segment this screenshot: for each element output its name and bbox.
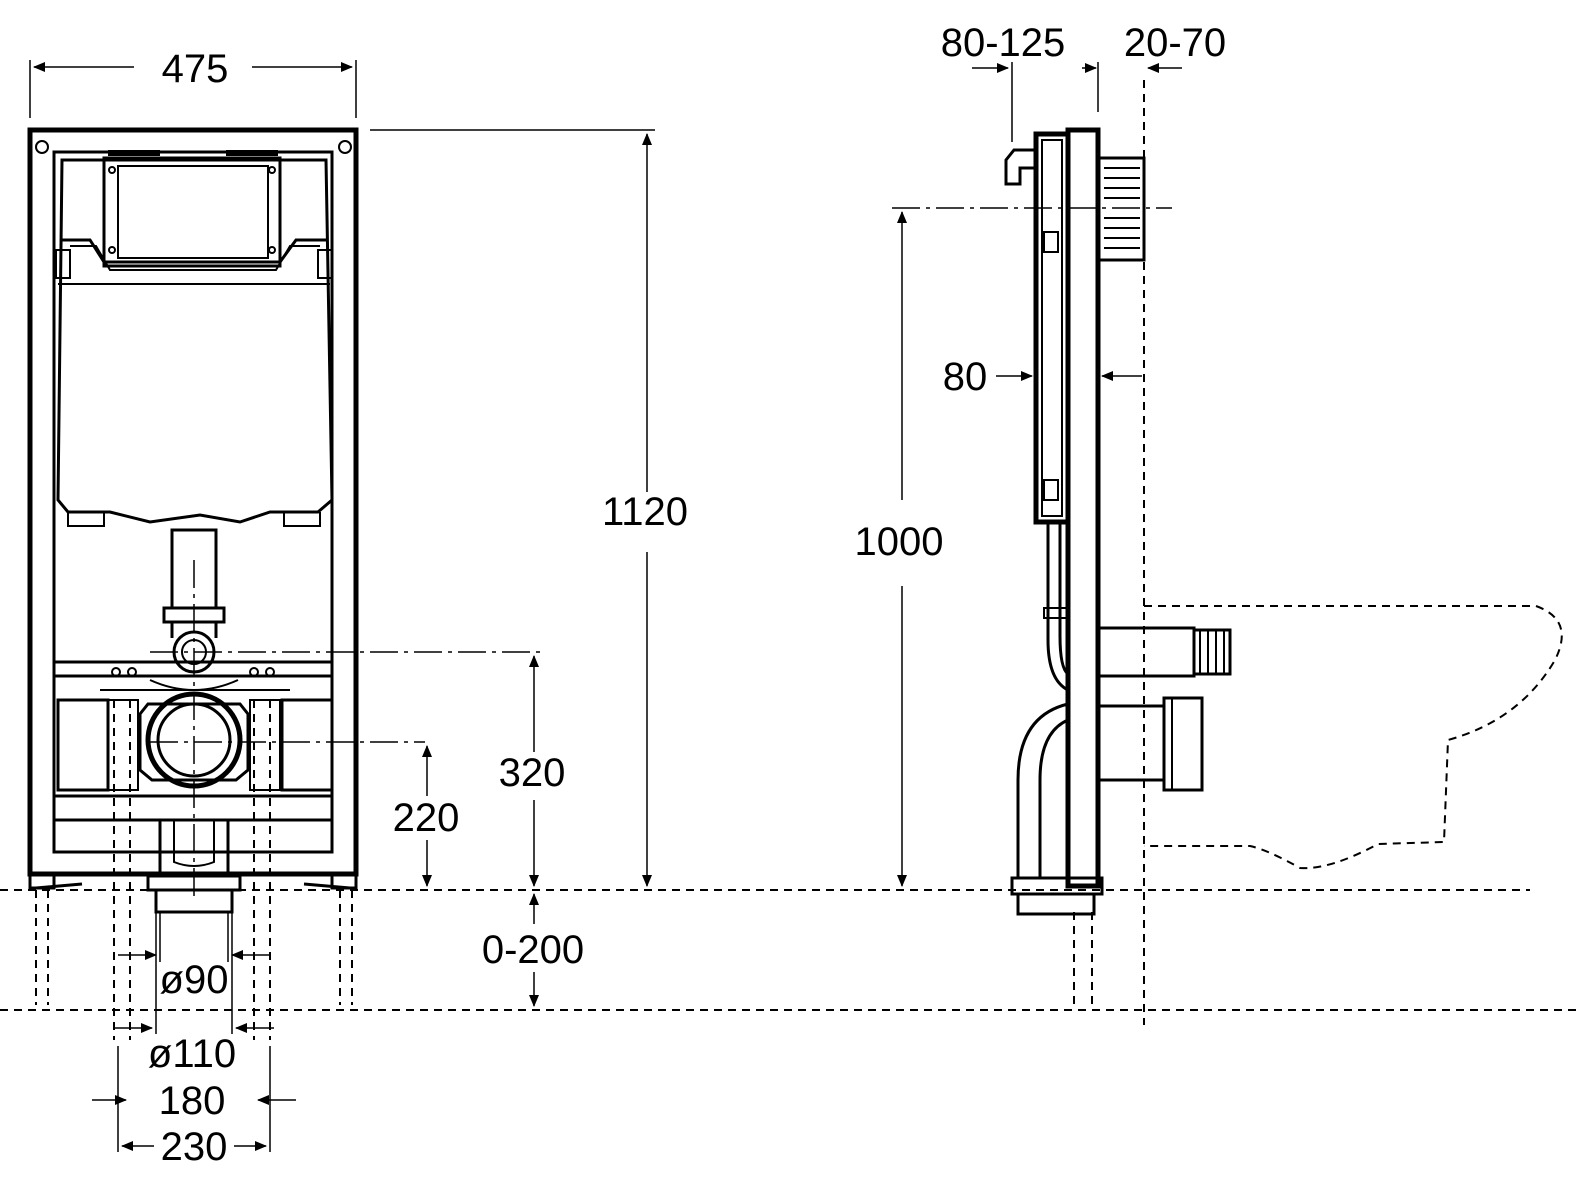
mount-hole-left [35,140,49,154]
side-frame [1065,127,1101,889]
mount-hole-right [338,140,352,154]
bowl-inlet [1096,626,1196,678]
dim-frame-width: 475 [162,47,229,91]
dim-dia-110: ø110 [148,1032,236,1076]
side-view [1004,80,1563,1025]
wc-bowl-outline [1144,605,1563,870]
dim-bowl-outlet-height: 320 [499,751,566,795]
dim-dia-90: ø90 [160,958,229,1002]
front-view [27,127,359,1040]
side-cistern [1033,131,1071,525]
dim-span-180: 180 [159,1079,226,1123]
dim-span-230: 230 [161,1125,228,1169]
frame-outline [27,127,359,877]
waste-outlet-side [1096,704,1166,782]
cistern [56,158,334,524]
dim-side-height: 1000 [855,520,944,564]
dim-wall-distance: 80-125 [941,21,1066,65]
crossbar [52,660,334,678]
dimension-lines [29,60,1182,1152]
dim-panel-distance: 20-70 [1124,21,1226,65]
flush-plate-opening [102,156,282,268]
dim-frame-depth: 80 [943,355,988,399]
dim-waste-height: 220 [393,796,460,840]
flush-actuator-side [1096,156,1146,262]
reference-lines [0,129,1577,1011]
dim-floor-adjust: 0-200 [482,928,584,972]
dim-frame-height: 1120 [602,490,688,534]
